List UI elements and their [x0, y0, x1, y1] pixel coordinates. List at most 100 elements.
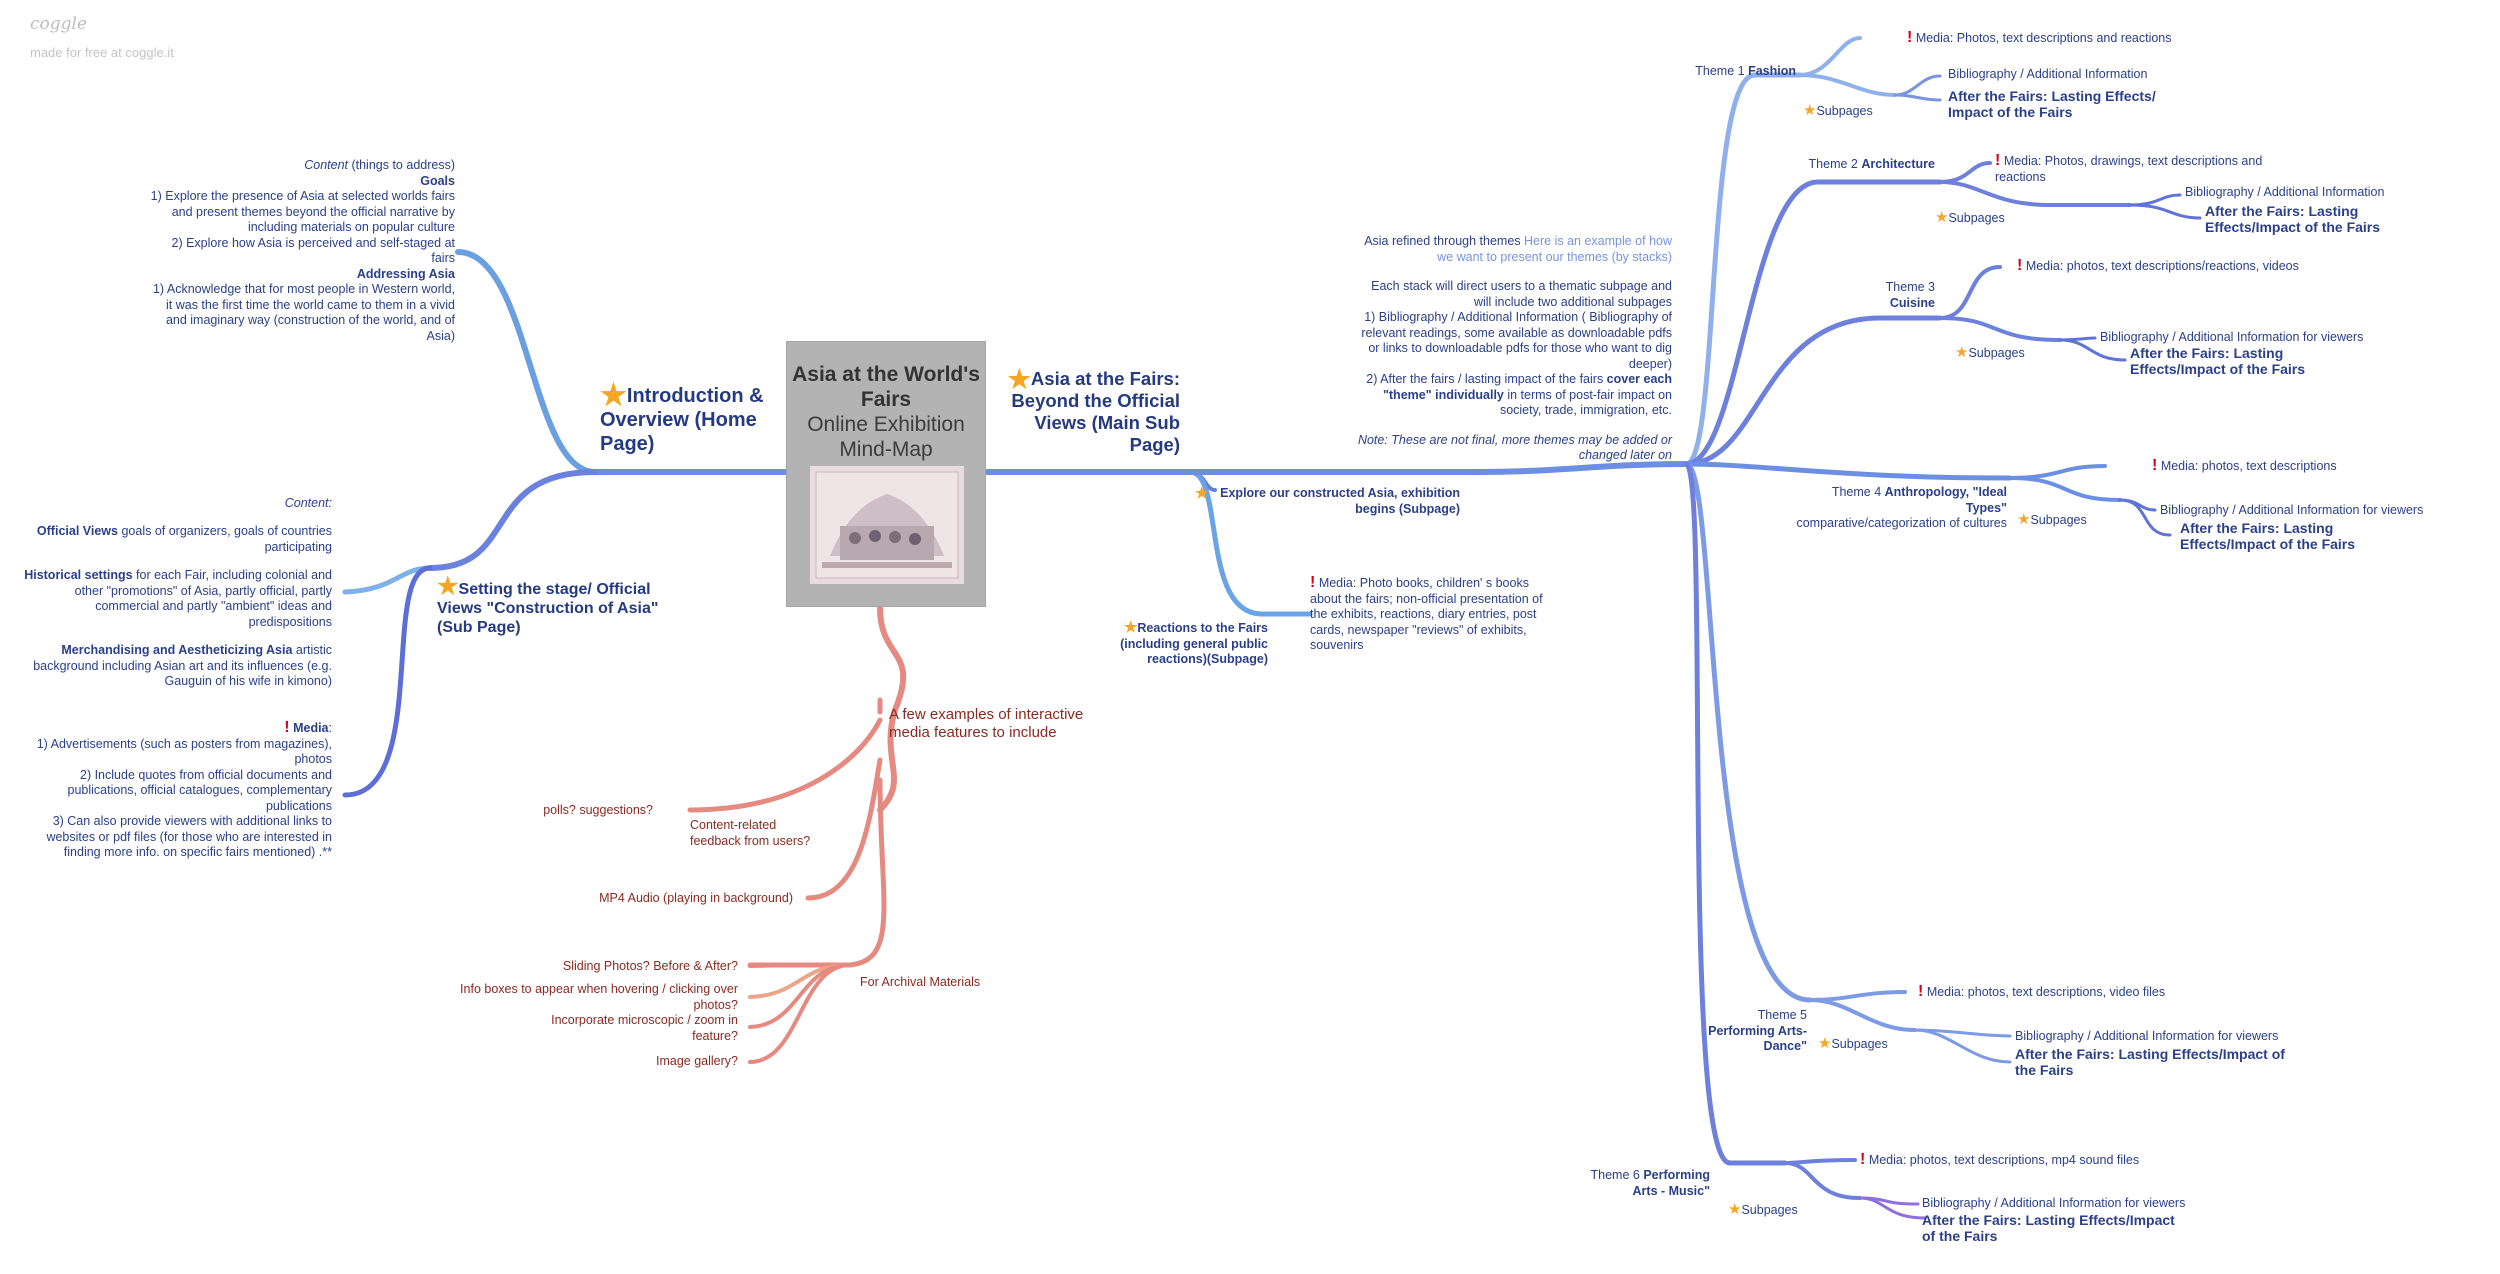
stack-desc: Each stack will direct users to a themat… — [1371, 279, 1672, 309]
addressing-heading: Addressing Asia — [356, 266, 455, 281]
theme-3-media[interactable]: ! Media: photos, text descriptions/react… — [2017, 257, 2299, 274]
theme-2-bib[interactable]: Bibliography / Additional Information — [2185, 185, 2385, 199]
media-features-node[interactable]: A few examples of interactive media feat… — [889, 706, 1084, 741]
theme-3-after[interactable]: After the Fairs: Lasting Effects/Impact … — [2130, 345, 2306, 377]
stage-media[interactable]: ! Media: 1) Advertisements (such as post… — [36, 719, 332, 860]
theme-1-bib[interactable]: Bibliography / Additional Information — [1948, 67, 2148, 81]
link-stage — [427, 469, 598, 571]
theme-6-node[interactable]: Theme 6 Performing Arts - Music" — [1590, 1168, 1711, 1198]
link-intro-content — [455, 249, 598, 475]
explore-node[interactable]: ★Explore our constructed Asia, exhibitio… — [1195, 485, 1460, 516]
exclamation-icon: ! — [1995, 152, 2001, 169]
theme-4-media[interactable]: ! Media: photos, text descriptions — [2152, 457, 2337, 474]
audio-node[interactable]: MP4 Audio (playing in background) — [599, 891, 793, 905]
link-t5-media — [1808, 990, 1907, 1002]
theme-1-after[interactable]: After the Fairs: Lasting Effects/ Impact… — [1948, 88, 2156, 120]
link-t4-after — [2118, 498, 2172, 537]
link-t4 — [1683, 461, 2013, 481]
theme-4-bib[interactable]: Bibliography / Additional Information fo… — [2160, 503, 2424, 517]
themes-intro[interactable]: Asia refined through themes Here is an e… — [1355, 234, 1672, 464]
intro-content-label: Content (things to address) — [304, 158, 455, 172]
theme-6-subpages[interactable]: ★Subpages — [1728, 1201, 1798, 1218]
link-t6-media — [1783, 1158, 1857, 1165]
link-t2-after — [2128, 203, 2202, 220]
theme-2-after[interactable]: After the Fairs: Lasting Effects/Impact … — [2205, 203, 2381, 235]
theme-3-bib[interactable]: Bibliography / Additional Information fo… — [2100, 330, 2364, 344]
intro-content-node[interactable]: Content (things to address) Goals 1) Exp… — [148, 158, 455, 344]
stage-historical[interactable]: Historical settings for each Fair, inclu… — [24, 568, 332, 629]
link-themes — [1187, 461, 1689, 475]
link-t2-media — [1938, 161, 1992, 184]
theme-1-media[interactable]: ! Media: Photos, text descriptions and r… — [1907, 29, 2172, 46]
goals-heading: Goals — [420, 173, 455, 188]
center-title: Asia at the World's Fairs — [792, 363, 980, 411]
link-t3-after — [2058, 338, 2127, 362]
exclamation-icon: ! — [1860, 1151, 1866, 1168]
link-t5 — [1683, 461, 1813, 1003]
exclamation-icon: ! — [284, 719, 290, 736]
link-t4-sub — [2008, 476, 2122, 502]
info-boxes-node[interactable]: Info boxes to appear when hovering / cli… — [460, 982, 738, 1012]
exclamation-icon: ! — [2017, 257, 2023, 274]
theme-5-bib[interactable]: Bibliography / Additional Information fo… — [2015, 1029, 2279, 1043]
link-t1 — [1683, 72, 1803, 467]
themes-note: Note: These are not final, more themes m… — [1357, 432, 1672, 463]
star-icon: ★ — [1195, 485, 1209, 502]
link-t1-bib — [1893, 74, 1942, 97]
polls-node[interactable]: polls? suggestions? — [543, 803, 653, 817]
theme-2-node[interactable]: Theme 2 Architecture — [1808, 157, 1935, 171]
link-t6-sub — [1783, 1161, 1862, 1200]
stage-node[interactable]: ★Setting the stage/ Official Views "Cons… — [437, 575, 687, 637]
link-archival — [747, 777, 887, 968]
star-icon: ★ — [1818, 1035, 1832, 1052]
theme-6-after[interactable]: After the Fairs: Lasting Effects/Impact … — [1922, 1212, 2175, 1244]
star-icon: ★ — [2017, 511, 2031, 528]
star-icon: ★ — [1007, 364, 1031, 394]
made-for-link[interactable]: made for free at coggle.it — [30, 45, 174, 60]
gallery-node[interactable]: Image gallery? — [656, 1054, 738, 1068]
theme-5-subpages[interactable]: ★Subpages — [1818, 1035, 1888, 1052]
theme-4-after[interactable]: After the Fairs: Lasting Effects/Impact … — [2180, 520, 2356, 552]
stage-title: Setting the stage/ Official Views "Const… — [437, 581, 659, 636]
theme-2-subpages[interactable]: ★Subpages — [1935, 209, 2005, 226]
theme-5-after[interactable]: After the Fairs: Lasting Effects/Impact … — [2015, 1046, 2285, 1078]
star-icon: ★ — [437, 573, 459, 600]
link-t3 — [1683, 315, 1943, 467]
link-t1-media — [1798, 36, 1862, 77]
sliding-node[interactable]: Sliding Photos? Before & After? — [562, 959, 738, 973]
reactions-node[interactable]: ★Reactions to the Fairs (including gener… — [1120, 619, 1268, 666]
theme-5-media[interactable]: ! Media: photos, text descriptions, vide… — [1918, 983, 2166, 1000]
theme-3-subpages[interactable]: ★Subpages — [1955, 344, 2025, 361]
link-t1-sub — [1798, 73, 1897, 97]
stage-merch[interactable]: Merchandising and Aestheticizing Asia ar… — [33, 643, 332, 688]
archival-node[interactable]: For Archival Materials — [860, 975, 981, 989]
link-audio — [805, 757, 883, 901]
theme-4-subpages[interactable]: ★Subpages — [2017, 511, 2087, 528]
theme-4-node[interactable]: Theme 4 Anthropology, "Ideal Types"compa… — [1796, 485, 2007, 530]
link-t2 — [1683, 179, 1943, 467]
reactions-media[interactable]: ! Media: Photo books, children' s books … — [1310, 574, 1543, 653]
stage-official-views[interactable]: Official Views goals of organizers, goal… — [36, 524, 332, 554]
stack-after: 2) After the fairs / lasting impact of t… — [1366, 372, 1672, 417]
coggle-logo[interactable]: coggle — [30, 14, 88, 34]
theme-1-subpages[interactable]: ★Subpages — [1803, 102, 1873, 119]
star-icon: ★ — [600, 379, 627, 412]
microscopic-node[interactable]: Incorporate microscopic / zoom in featur… — [551, 1013, 738, 1043]
theme-1-node[interactable]: Theme 1 Fashion — [1695, 64, 1796, 78]
fair-illustration — [810, 466, 964, 584]
theme-6-bib[interactable]: Bibliography / Additional Information fo… — [1922, 1196, 2186, 1210]
theme-6-media[interactable]: ! Media: photos, text descriptions, mp4 … — [1860, 1151, 2140, 1168]
center-node[interactable]: Asia at the World's Fairs Online Exhibit… — [786, 341, 986, 607]
intro-node[interactable]: ★Introduction & Overview (Home Page) — [600, 381, 790, 456]
exclamation-icon: ! — [1907, 29, 1913, 46]
beyond-node[interactable]: ★Asia at the Fairs: Beyond the Official … — [985, 366, 1180, 456]
star-icon: ★ — [1123, 619, 1138, 636]
stage-content-label: Content: — [284, 496, 332, 510]
link-t2-sub — [1938, 180, 2132, 207]
link-t5-after — [1913, 1028, 2012, 1064]
theme-2-media[interactable]: ! Media: Photos, drawings, text descript… — [1995, 152, 2263, 184]
feedback-node[interactable]: Content-related feedback from users? — [690, 818, 811, 848]
